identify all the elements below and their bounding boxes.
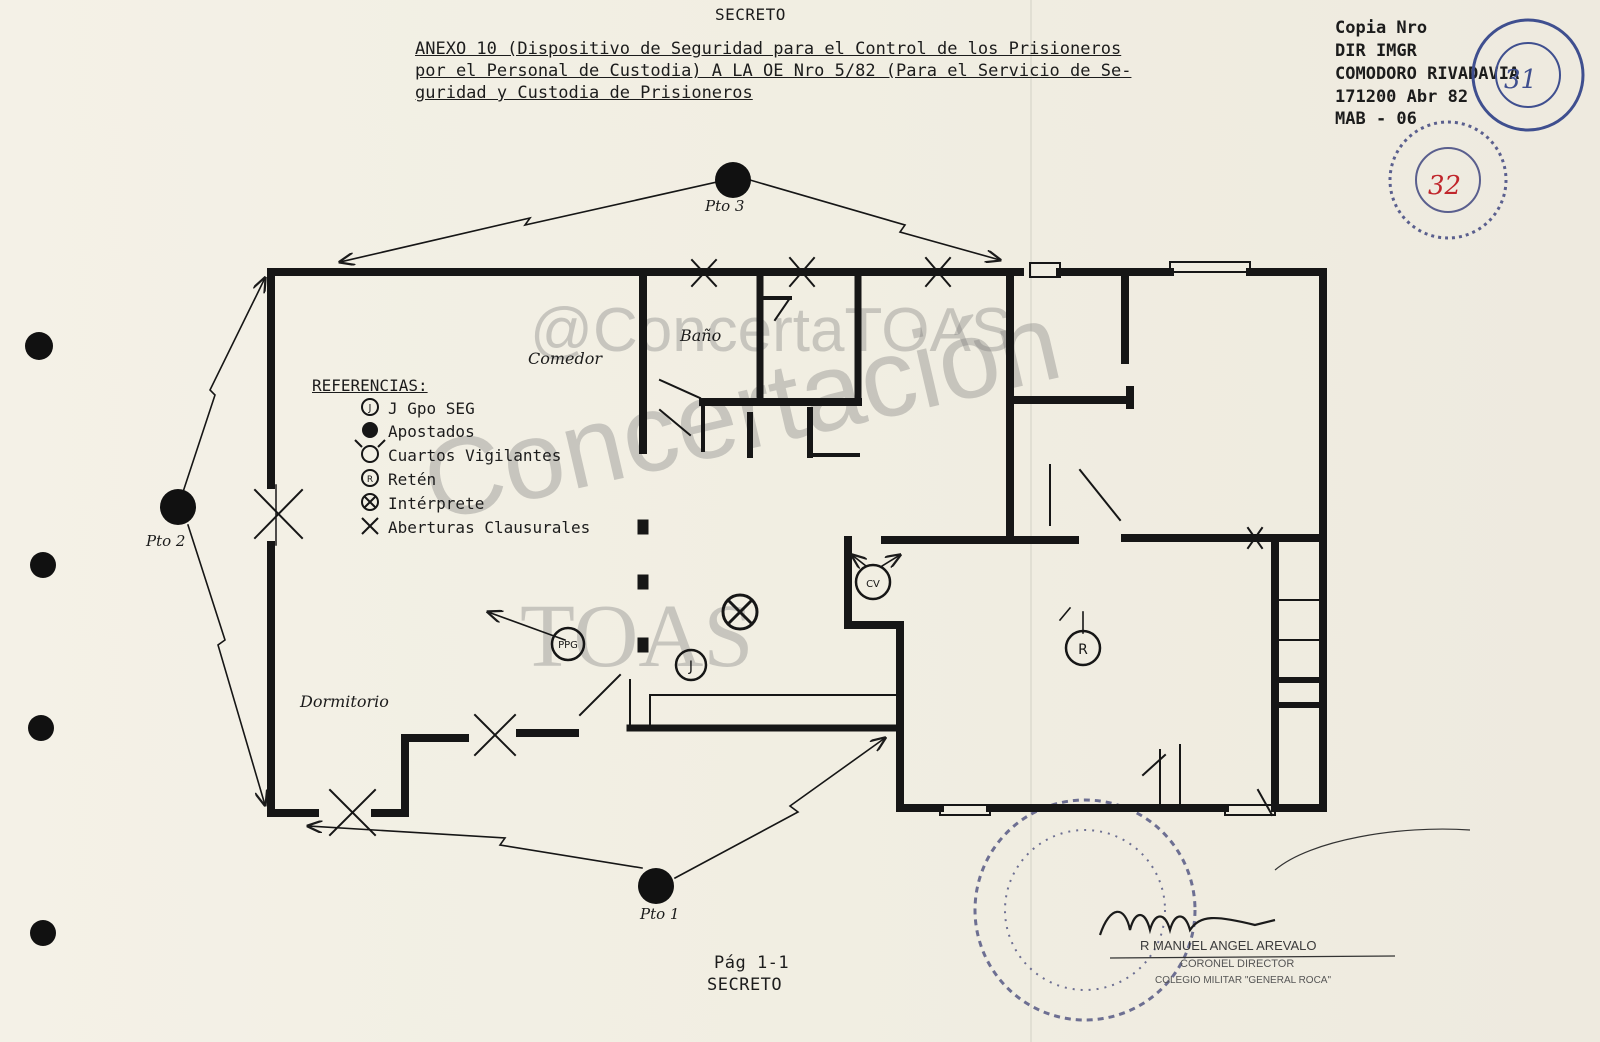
signatory-name: R MANUEL ANGEL AREVALO [1140,938,1317,953]
punch-hole [25,332,53,360]
punch-hole [30,552,56,578]
second-stamp: 32 [1388,120,1508,240]
copy-line-2: DIR IMGR [1335,41,1417,61]
cv-marker-circle [854,563,892,601]
punch-hole [30,920,56,946]
annex-title-line-2: por el Personal de Custodia) A LA OE Nro… [415,61,1132,81]
r-marker-circle [1064,629,1102,667]
handwritten-number-32: 32 [1428,171,1461,201]
legend-item-j: J Gpo SEG [388,399,475,418]
r-marker-label: R [1078,642,1088,658]
bottom-stamp [973,798,1197,1022]
j-marker-circle [674,648,708,682]
signatory-unit: COLEGIO MILITAR "GENERAL ROCA" [1155,975,1332,986]
page-number: Pág 1-1 [714,953,790,973]
room-label-dormitorio: Dormitorio [300,692,389,711]
post-label-3: Pto 3 [705,197,745,215]
room-label-comedor: Comedor [528,349,603,368]
cv-marker-label: CV [866,579,880,590]
ppg-marker-circle [550,626,586,662]
sentry-posts [160,162,751,904]
room-label-bano: Baño [680,326,722,345]
punch-hole [28,715,54,741]
j-marker-label: J [688,659,693,675]
svg-text:J: J [368,403,372,414]
classification-bottom: SECRETO [707,975,783,995]
watermark-handle: @ConcertaTOAS [530,296,1013,365]
post-label-1: Pto 1 [640,905,680,923]
copy-line-1: Copia Nro [1335,18,1428,38]
handwritten-number-31: 31 [1504,65,1537,95]
signatory-title: CORONEL DIRECTOR [1180,958,1295,970]
classification-top: SECRETO [715,5,786,24]
legend-item-apostados: Apostados [388,422,475,441]
ppg-marker-label: PPG [558,640,578,651]
copy-line-5: MAB - 06 [1335,109,1417,129]
svg-text:R: R [367,475,373,485]
post-label-2: Pto 2 [146,532,186,550]
watermark-brand2: TOAS [520,587,754,686]
interpreter-marker-circle [721,593,759,631]
post-1-dot [638,868,674,904]
legend-item-interprete: Intérprete [388,494,485,513]
legend-item-cuartos: Cuartos Vigilantes [388,446,562,465]
legend-item-aberturas: Aberturas Clausurales [388,518,591,537]
legend-title: REFERENCIAS: [312,376,428,395]
legend-item-reten: Retén [388,470,437,489]
post-3-dot [715,162,751,198]
annex-title-line-1: ANEXO 10 (Dispositivo de Seguridad para … [415,39,1122,59]
annex-title-line-3: guridad y Custodia de Prisioneros [415,83,753,103]
legend-symbols: J R [354,398,386,535]
military-college-stamp: 31 [1471,18,1585,132]
copy-line-4: 171200 Abr 82 [1335,87,1469,107]
post-2-dot [160,489,196,525]
paper-fold [1030,0,1032,1042]
